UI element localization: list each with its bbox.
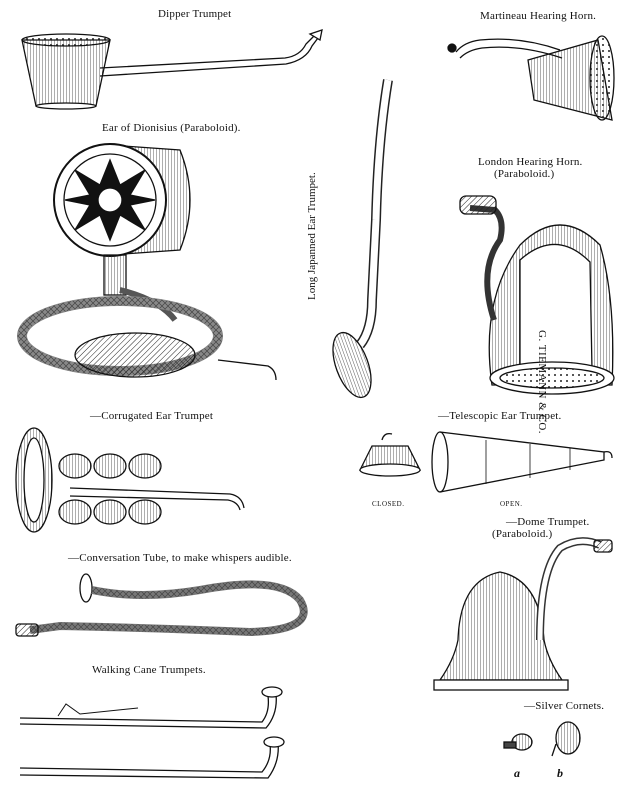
cornet-label-b: b — [557, 766, 564, 780]
caption-dipper-trumpet: Dipper Trumpet — [158, 8, 232, 20]
caption-martineau-hearing-horn: Martineau Hearing Horn. — [480, 10, 597, 22]
caption-dome-trumpet: —Dome Trumpet. — [506, 516, 590, 528]
ear-of-dionisius-illustration — [17, 143, 277, 381]
caption-london-hearing-horn: London Hearing Horn. — [478, 156, 583, 168]
caption-walking-cane-trumpets: Walking Cane Trumpets. — [92, 664, 206, 676]
caption-corrugated-ear-trumpet: —Corrugated Ear Trumpet — [90, 410, 214, 422]
caption-telescopic-ear-trumpet: —Telescopic Ear Trumpet. — [438, 410, 562, 422]
caption-london-hearing-horn-sub: (Paraboloid.) — [494, 168, 555, 180]
long-japanned-ear-trumpet-illustration — [332, 79, 393, 399]
caption-ear-of-dionisius: Ear of Dionisius (Paraboloid). — [102, 122, 241, 134]
telescopic-ear-trumpet-illustration — [358, 431, 613, 493]
silver-cornets-illustration — [503, 721, 581, 757]
caption-silver-cornets: —Silver Cornets. — [524, 700, 605, 712]
london-hearing-horn-illustration — [459, 195, 615, 395]
corrugated-ear-trumpet-illustration — [15, 427, 245, 533]
walking-cane-trumpets-illustration — [19, 686, 285, 779]
cornet-label-a: a — [514, 766, 521, 780]
dipper-trumpet-illustration — [21, 29, 323, 110]
conversation-tube-illustration — [15, 573, 308, 637]
martineau-hearing-horn-illustration — [447, 35, 615, 121]
caption-dome-trumpet-sub: (Paraboloid.) — [492, 528, 553, 540]
caption-long-japanned-ear-trumpet: Long Japanned Ear Trumpet. — [306, 172, 318, 300]
caption-open: OPEN. — [500, 500, 523, 508]
caption-closed: CLOSED. — [372, 500, 405, 508]
dome-trumpet-illustration — [433, 537, 613, 691]
caption-conversation-tube: —Conversation Tube, to make whispers aud… — [68, 552, 292, 564]
